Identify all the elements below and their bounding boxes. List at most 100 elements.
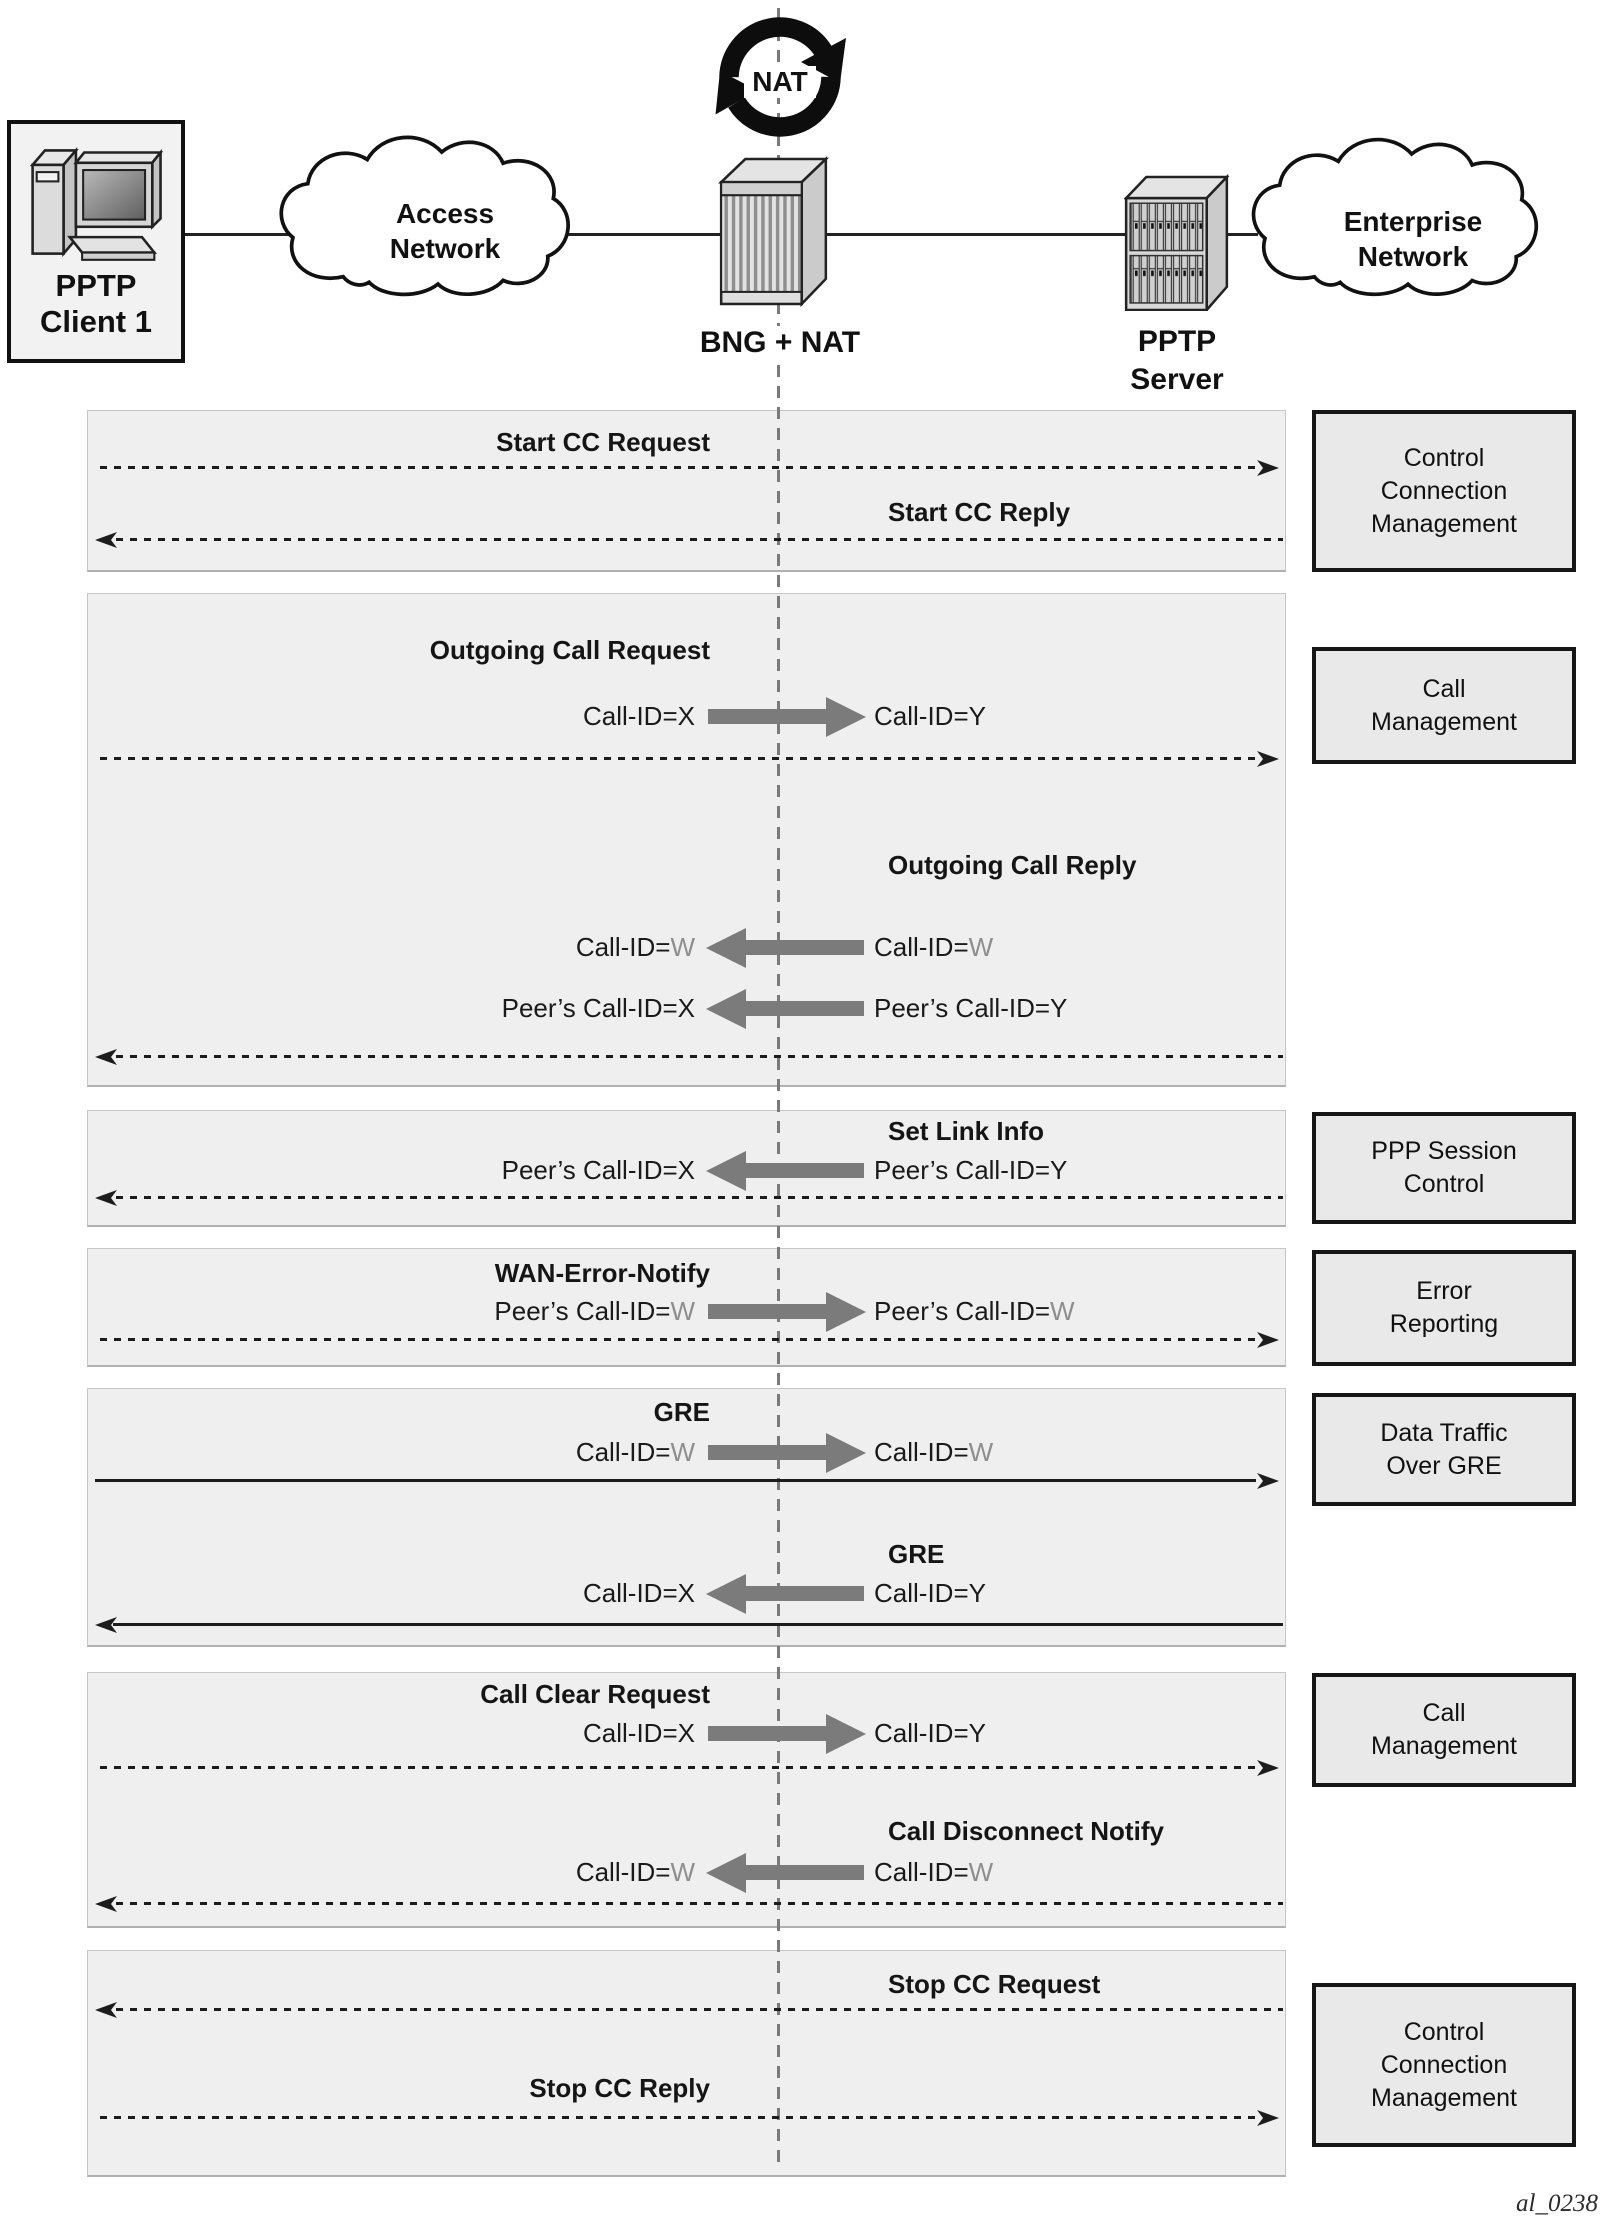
dotted-arrow-right	[100, 757, 1260, 760]
nat-boundary-dashed-line	[777, 8, 780, 2164]
arrowhead-left-icon	[95, 1896, 117, 1912]
arrowhead-right-icon	[1257, 460, 1279, 476]
peer-callid-left: Peer’s Call-ID=X	[501, 1155, 695, 1185]
nat-cycle-icon	[715, 17, 846, 137]
solid-arrow-left	[113, 1623, 1283, 1626]
arrowhead-right-icon	[1257, 751, 1279, 767]
client-computer-icon	[29, 146, 164, 261]
nat-translate-arrowhead-left-icon	[706, 1151, 746, 1191]
solid-arrow-right	[95, 1479, 1256, 1482]
side-box-control-connection-management-1: Control Connection Management	[1312, 410, 1576, 572]
callid-right: Call-ID=Y	[874, 1718, 986, 1748]
figure-code: al_0238	[1516, 2190, 1598, 2217]
peer-callid-right: Peer’s Call-ID=Y	[874, 993, 1068, 1023]
callid-right: Call-ID=W	[874, 1857, 994, 1887]
nat-translate-arrowhead-left-icon	[706, 1574, 746, 1614]
nat-translate-arrow-right	[708, 1445, 828, 1460]
nat-translate-arrowhead-left-icon	[706, 1853, 746, 1893]
msg-stop-cc-reply: Stop CC Reply	[529, 2073, 710, 2103]
dotted-arrow-right	[100, 1338, 1260, 1341]
bng-router-icon	[718, 156, 829, 307]
dotted-arrow-left	[116, 2008, 1283, 2011]
flow-panel-control-setup	[87, 410, 1286, 572]
flow-panel-ppp-session	[87, 1110, 1286, 1227]
msg-outgoing-call-request: Outgoing Call Request	[429, 635, 710, 665]
msg-start-cc-reply: Start CC Reply	[888, 497, 1071, 527]
side-box-control-connection-management-2: Control Connection Management	[1312, 1983, 1576, 2147]
callid-left: Call-ID=W	[575, 932, 695, 962]
pptp-client-label: PPTP Client 1	[40, 268, 152, 339]
msg-stop-cc-request: Stop CC Request	[888, 1969, 1101, 1999]
peer-callid-right: Peer’s Call-ID=Y	[874, 1155, 1068, 1185]
access-network-label: Access Network	[389, 198, 501, 264]
callid-left: Call-ID=W	[575, 1437, 695, 1467]
nat-translate-arrow-left	[744, 1163, 864, 1178]
msg-gre-downstream: GRE	[888, 1539, 945, 1569]
arrowhead-left-icon	[95, 1049, 117, 1065]
arrowhead-left-icon	[95, 532, 117, 548]
nat-translate-arrow-left	[744, 1865, 864, 1880]
callid-left: Call-ID=X	[583, 701, 695, 731]
nat-label: NAT	[744, 66, 816, 98]
enterprise-network-cloud	[1251, 137, 1538, 297]
side-box-data-traffic-over-gre: Data Traffic Over GRE	[1312, 1393, 1576, 1506]
nat-translate-arrow-right	[708, 1304, 828, 1319]
side-box-call-management-1: Call Management	[1312, 647, 1576, 764]
flow-panel-control-teardown	[87, 1950, 1286, 2177]
nat-translate-arrowhead-right-icon	[826, 1433, 866, 1473]
callid-right: Call-ID=Y	[874, 1578, 986, 1608]
msg-call-disconnect-notify: Call Disconnect Notify	[888, 1816, 1164, 1846]
side-box-call-management-2: Call Management	[1312, 1673, 1576, 1787]
flow-panel-call-teardown	[87, 1672, 1286, 1928]
arrowhead-left-icon	[95, 1617, 117, 1633]
dotted-arrow-left	[116, 1902, 1283, 1905]
nat-translate-arrowhead-right-icon	[826, 697, 866, 737]
msg-set-link-info: Set Link Info	[888, 1116, 1044, 1146]
msg-gre-upstream: GRE	[653, 1397, 710, 1427]
peer-callid-left: Peer’s Call-ID=W	[494, 1296, 695, 1326]
flow-panel-gre-traffic	[87, 1388, 1286, 1647]
dotted-arrow-left	[116, 1055, 1283, 1058]
access-network-cloud	[279, 135, 570, 297]
arrowhead-right-icon	[1257, 2110, 1279, 2126]
enterprise-network-label: Enterprise Network	[1343, 206, 1483, 272]
msg-call-clear-request: Call Clear Request	[480, 1679, 710, 1709]
callid-right: Call-ID=W	[874, 1437, 994, 1467]
pptp-server-chassis-icon	[1124, 174, 1229, 311]
side-box-error-reporting: Error Reporting	[1312, 1250, 1576, 1366]
flow-panel-error-report	[87, 1248, 1286, 1367]
arrowhead-right-icon	[1257, 1760, 1279, 1776]
arrowhead-right-icon	[1257, 1332, 1279, 1348]
nat-translate-arrow-right	[708, 1726, 828, 1741]
callid-right: Call-ID=Y	[874, 701, 986, 731]
nat-translate-arrowhead-right-icon	[826, 1292, 866, 1332]
arrowhead-left-icon	[95, 2002, 117, 2018]
msg-start-cc-request: Start CC Request	[496, 427, 710, 457]
dotted-arrow-left	[116, 538, 1283, 541]
callid-left: Call-ID=W	[575, 1857, 695, 1887]
dotted-arrow-left	[116, 1196, 1283, 1199]
nat-translate-arrow-left	[744, 1586, 864, 1601]
nat-translate-arrow-right	[708, 709, 828, 724]
pptp-server-label: PPTP Server	[1130, 325, 1224, 396]
nat-translate-arrow-left	[744, 940, 864, 955]
bng-nat-label: BNG + NAT	[688, 326, 872, 360]
callid-left: Call-ID=X	[583, 1578, 695, 1608]
side-box-ppp-session-control: PPP Session Control	[1312, 1112, 1576, 1224]
callid-right: Call-ID=W	[874, 932, 994, 962]
msg-outgoing-call-reply: Outgoing Call Reply	[888, 850, 1137, 880]
nat-translate-arrowhead-left-icon	[706, 989, 746, 1029]
peer-callid-right: Peer’s Call-ID=W	[874, 1296, 1075, 1326]
nat-translate-arrowhead-right-icon	[826, 1714, 866, 1754]
arrowhead-right-icon	[1257, 1473, 1279, 1489]
arrowhead-left-icon	[95, 1190, 117, 1206]
dotted-arrow-right	[100, 2116, 1260, 2119]
callid-left: Call-ID=X	[583, 1718, 695, 1748]
dotted-arrow-right	[100, 1766, 1260, 1769]
nat-translate-arrowhead-left-icon	[706, 928, 746, 968]
peer-callid-left: Peer’s Call-ID=X	[501, 993, 695, 1023]
dotted-arrow-right	[100, 466, 1260, 469]
flow-panel-call-setup	[87, 593, 1286, 1087]
nat-translate-arrow-left	[744, 1001, 864, 1016]
